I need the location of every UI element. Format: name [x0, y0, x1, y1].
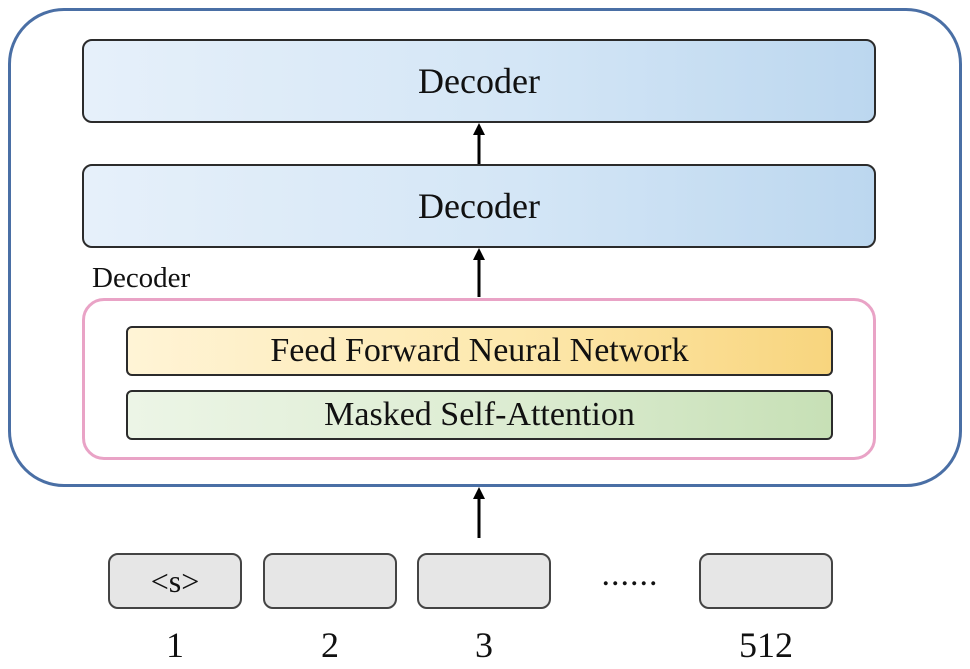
input-token-box [417, 553, 551, 609]
top-decoder-block: Decoder [82, 39, 876, 123]
token-position-label: 512 [739, 625, 793, 665]
feed-forward-layer: Feed Forward Neural Network [126, 326, 833, 376]
arrow-up-icon [473, 248, 485, 297]
token-text: <s> [150, 562, 200, 599]
input-token-box: <s> [108, 553, 242, 609]
input-token-box [263, 553, 397, 609]
token-position-label: 2 [321, 625, 339, 665]
arrow-up-icon [473, 487, 485, 538]
token-ellipsis: ...... [601, 556, 659, 593]
top-decoder-label: Decoder [418, 61, 540, 101]
inner-decoder-title: Decoder [92, 262, 191, 294]
feed-forward-label: Feed Forward Neural Network [270, 332, 689, 369]
middle-decoder-label: Decoder [418, 186, 540, 226]
arrow-up-icon [473, 123, 485, 164]
masked-self-attention-label: Masked Self-Attention [324, 396, 635, 433]
middle-decoder-block: Decoder [82, 164, 876, 248]
input-token-box [699, 553, 833, 609]
token-position-label: 1 [166, 625, 184, 665]
token-position-label: 3 [475, 625, 493, 665]
masked-self-attention-layer: Masked Self-Attention [126, 390, 833, 440]
